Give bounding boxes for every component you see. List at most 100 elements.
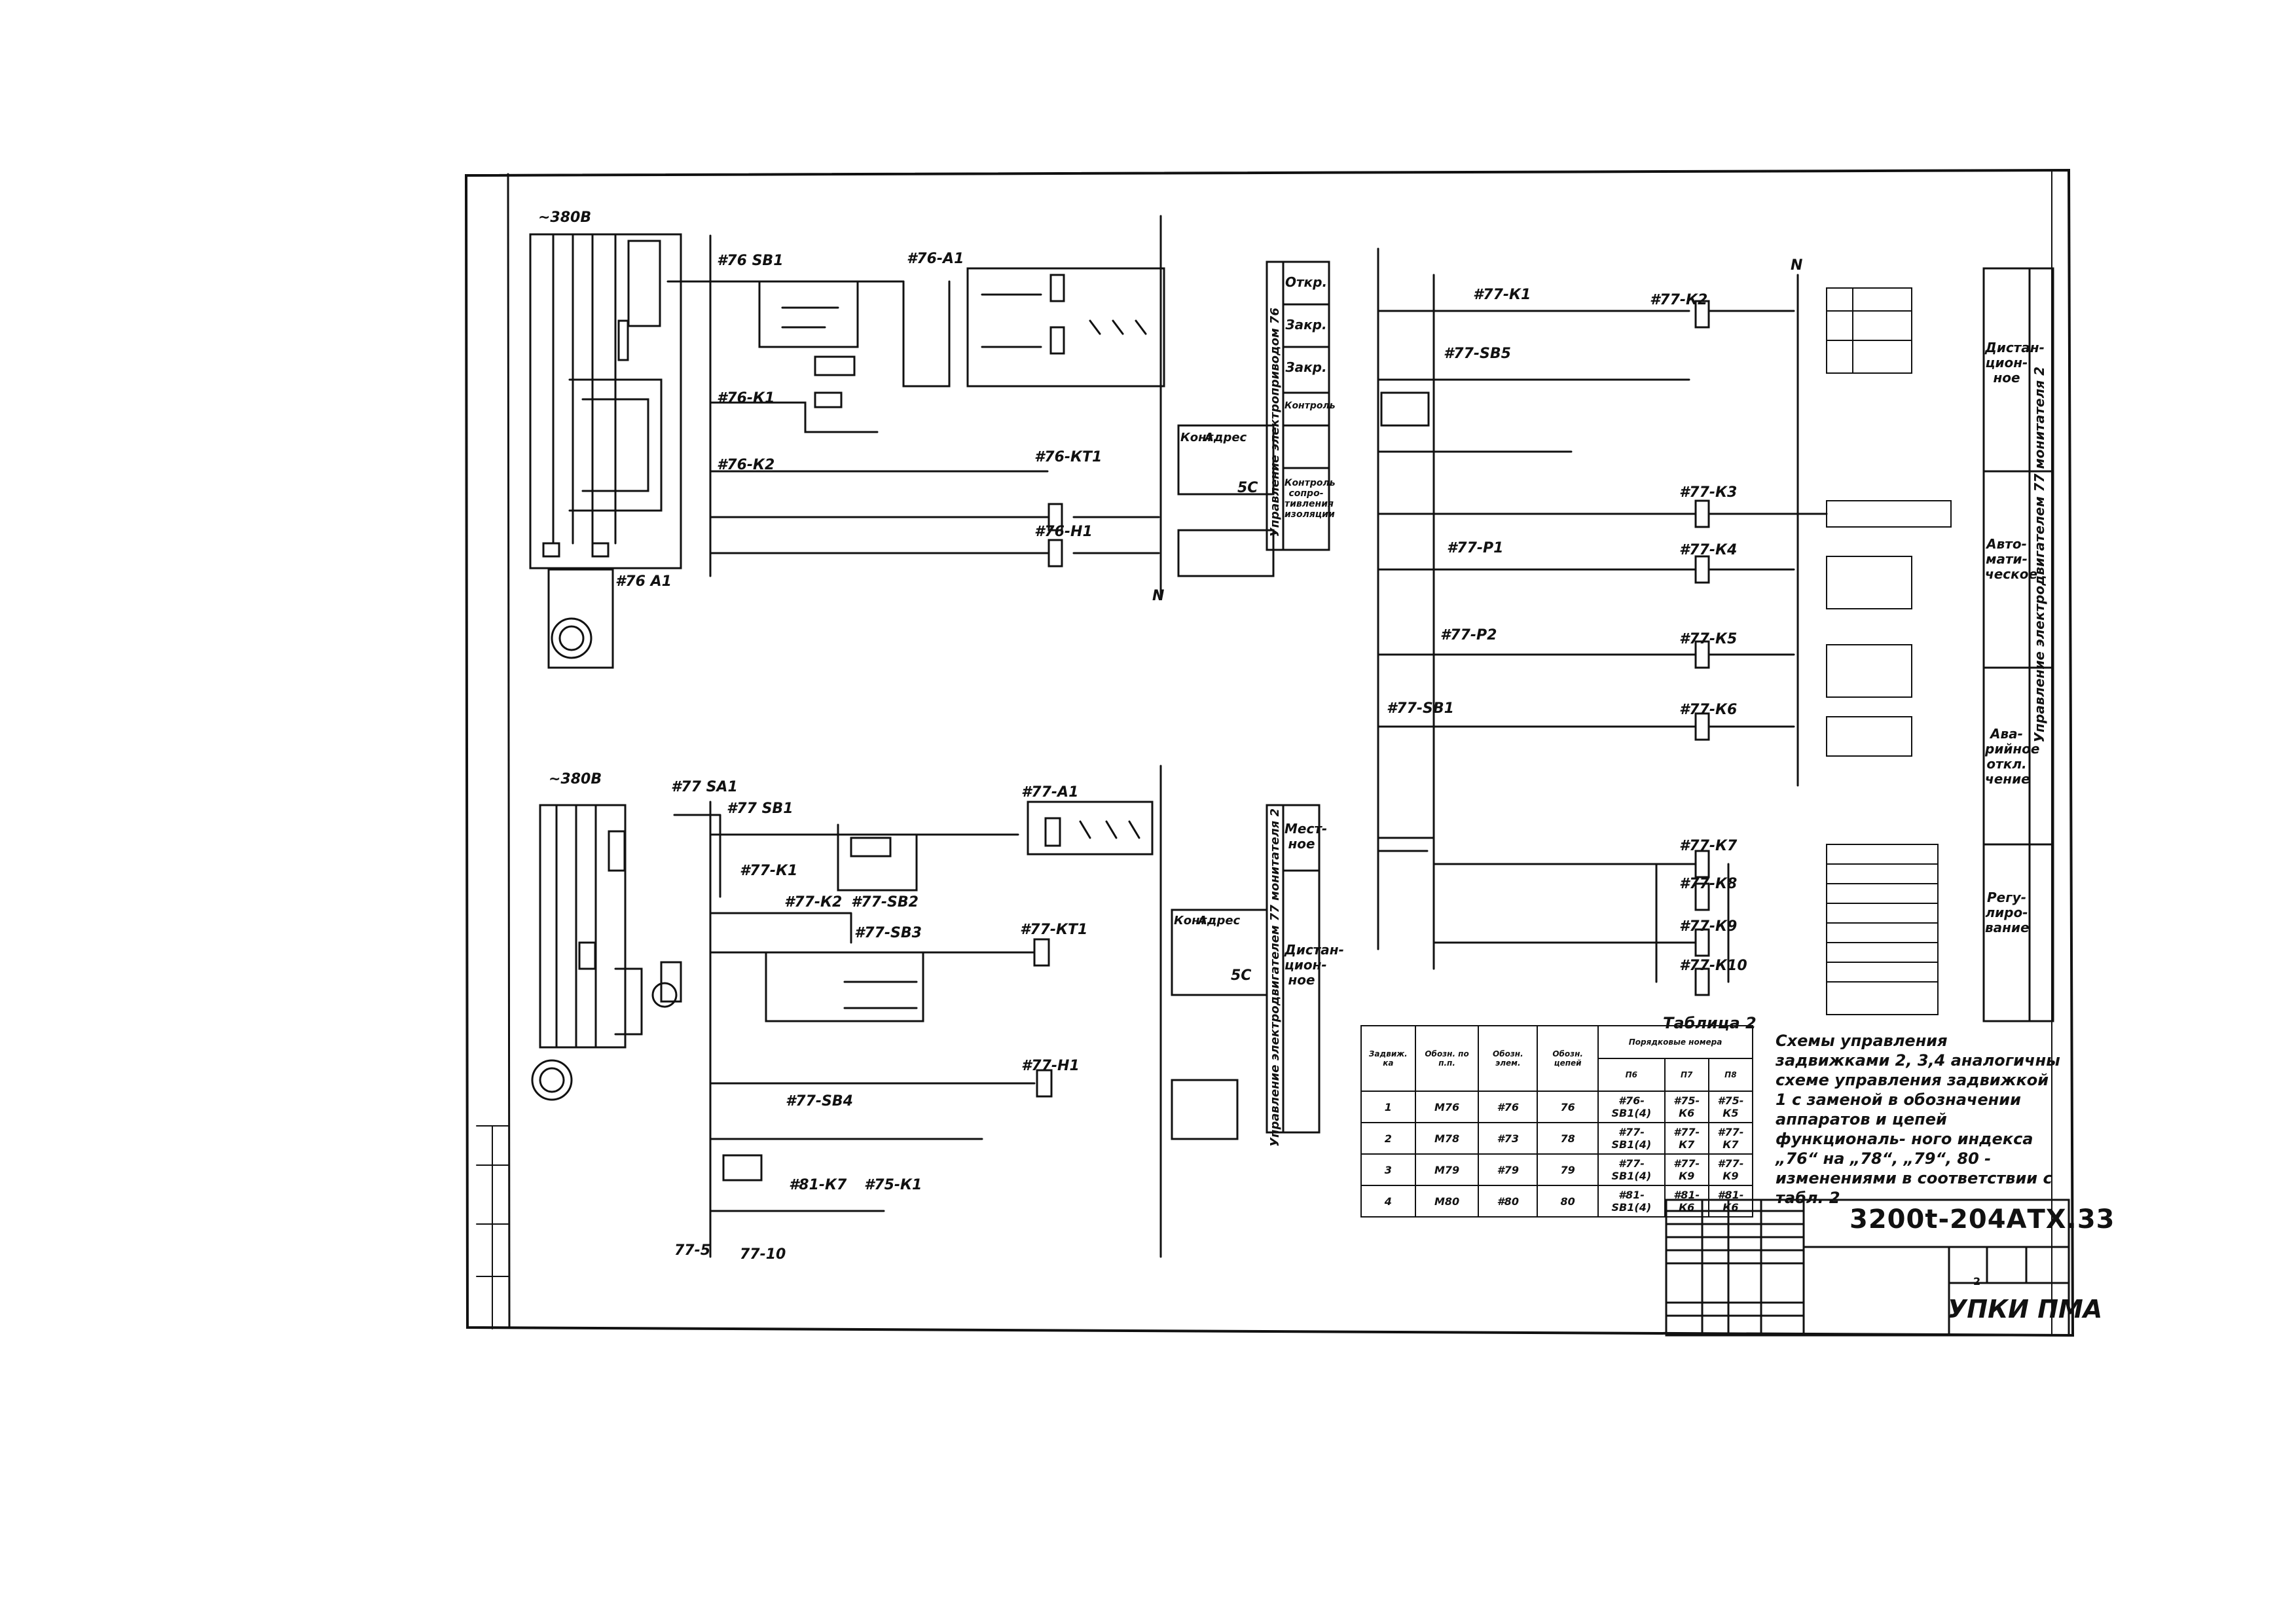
component-label: #77-К6: [1679, 702, 1738, 718]
table-cell: 4: [1360, 1185, 1416, 1218]
component-label: #77-К2: [784, 894, 843, 911]
table-header: П7: [1664, 1058, 1709, 1092]
table-row: 2 М78 #73 78 #77-SB1(4) #77-К7 #77-К7: [1360, 1122, 1754, 1155]
component-label: #77-К5: [1679, 631, 1738, 647]
mini-table-code: 5С: [1231, 967, 1252, 984]
component-label: #75-К1: [864, 1177, 922, 1193]
table-cell: М78: [1414, 1122, 1480, 1155]
component-label: #77-SB2: [851, 894, 919, 911]
table-cell: #75-К5: [1707, 1091, 1754, 1123]
mini-table-header: Конт.: [1174, 914, 1211, 928]
table-cell: #80: [1478, 1185, 1539, 1218]
mini-table-code: 5С: [1237, 480, 1258, 496]
table-header: П6: [1597, 1058, 1666, 1092]
component-label: #76 SB1: [717, 253, 784, 269]
component-label: #77-А1: [1021, 784, 1079, 801]
supply-label: ~380В: [538, 209, 592, 226]
component-label: #77-SB3: [854, 925, 922, 941]
panel-box: Дистан- цион- ное: [1285, 942, 1344, 988]
drawing-designation: 3200t-204АТХ.33: [1850, 1204, 2115, 1235]
component-label: #77-К3: [1679, 484, 1738, 501]
component-label: #76-КТ1: [1034, 449, 1102, 465]
neutral-label: N: [1791, 257, 1803, 274]
panel-box: Авто- мати- ческое: [1985, 536, 2038, 582]
panel-box: Дистан- цион- ное: [1985, 340, 2045, 386]
table-cell: #75-К6: [1664, 1091, 1709, 1123]
table-header: Задвиж. ка: [1360, 1025, 1416, 1092]
table-cell: М76: [1414, 1091, 1480, 1123]
table-cell: 3: [1360, 1153, 1416, 1186]
table-cell: #76-SB1(4): [1597, 1091, 1666, 1123]
component-label: #77-К9: [1679, 918, 1738, 935]
component-label: #77-К1: [1473, 287, 1531, 303]
mini-table-header: Адрес: [1205, 431, 1247, 444]
neutral-label: N: [1152, 588, 1165, 604]
component-label: #77-SB4: [786, 1093, 853, 1110]
wire-label: 77-10: [740, 1246, 786, 1263]
table-row: 4 М80 #80 80 #81-SB1(4) #81-К6 #81-К6: [1360, 1185, 1754, 1218]
table-cell: #77-SB1(4): [1597, 1153, 1666, 1186]
panel-box: Мест- ное: [1285, 821, 1328, 852]
component-label: #77 SB1: [727, 801, 793, 817]
panel-caption: Управление электроприводом 76: [1268, 308, 1282, 537]
mini-table-header: Конт.: [1180, 431, 1218, 444]
table-header: Обозн. по п.п.: [1414, 1025, 1480, 1092]
table-cell: 80: [1537, 1185, 1599, 1218]
table-cell: #77-К7: [1707, 1122, 1754, 1155]
table-cell: #73: [1478, 1122, 1539, 1155]
panel-box: Откр.: [1285, 274, 1328, 290]
table-row: 3 М79 #79 79 #77-SB1(4) #77-К9 #77-К9: [1360, 1153, 1754, 1186]
panel-box: Контроль сопро- тивления изоляции: [1285, 478, 1336, 520]
component-label: #77-КТ1: [1020, 922, 1088, 938]
panel-caption: Управление электродвигателем 77 монитате…: [2032, 367, 2047, 743]
wire-label: 77-5: [674, 1242, 711, 1259]
table-row: 1 М76 #76 76 #76-SB1(4) #75-К6 #75-К5: [1360, 1091, 1754, 1123]
table-cell: 2: [1360, 1122, 1416, 1155]
component-label: #77-Р1: [1447, 540, 1504, 556]
component-label: #77-К2: [1650, 292, 1708, 308]
component-label: #81-К7: [789, 1177, 847, 1193]
component-label: #76 А1: [615, 573, 672, 590]
table-cell: 79: [1537, 1153, 1599, 1186]
table-2: Задвиж. ка Обозн. по п.п. Обозн. элем. О…: [1360, 1025, 1754, 1218]
table-cell: #77-К9: [1664, 1153, 1709, 1186]
table-cell: #79: [1478, 1153, 1539, 1186]
table-cell: #81-SB1(4): [1597, 1185, 1666, 1218]
component-label: #76-К2: [717, 457, 775, 473]
table-header: Обозн. элем.: [1478, 1025, 1539, 1092]
component-label: #77 SA1: [671, 779, 738, 795]
table-group-header: Порядковые номера: [1597, 1025, 1753, 1059]
component-label: #77-SB5: [1444, 346, 1511, 362]
panel-box: Закр.: [1285, 359, 1327, 375]
table-cell: #77-К7: [1664, 1122, 1709, 1155]
supply-label: ~380В: [549, 771, 602, 787]
component-label: #76-Н1: [1034, 524, 1093, 540]
table-cell: #81-К6: [1707, 1185, 1754, 1218]
component-label: #77-К4: [1679, 542, 1738, 558]
component-label: #77-К10: [1679, 958, 1747, 974]
component-label: #76-А1: [907, 251, 964, 267]
sheet-number: 2: [1973, 1275, 1981, 1288]
table-cell: М80: [1414, 1185, 1480, 1218]
panel-box: Ава- рийное откл. чение: [1985, 726, 2040, 787]
component-label: #77-К1: [740, 863, 798, 879]
table-cell: 76: [1537, 1091, 1599, 1123]
table-cell: #77-К9: [1707, 1153, 1754, 1186]
panel-box: Контроль: [1285, 401, 1336, 411]
component-label: #77-SB1: [1387, 700, 1454, 717]
component-label: #77-К8: [1679, 876, 1738, 892]
panel-caption: Управление электродвигателем 77 монитате…: [1268, 808, 1282, 1147]
component-label: #77-Н1: [1021, 1058, 1080, 1074]
panel-box: Закр.: [1285, 317, 1327, 333]
mini-table-header: Адрес: [1198, 914, 1241, 928]
table-cell: #81-К6: [1664, 1185, 1709, 1218]
table-cell: 78: [1537, 1122, 1599, 1155]
table-cell: #77-SB1(4): [1597, 1122, 1666, 1155]
panel-box: Регу- лиро- вание: [1985, 890, 2030, 935]
table-header: П8: [1707, 1058, 1754, 1092]
table-cell: 1: [1360, 1091, 1416, 1123]
table-header: Обозн. цепей: [1537, 1025, 1599, 1092]
table-cell: М79: [1414, 1153, 1480, 1186]
drawing-note: Схемы управления задвижками 2, 3,4 анало…: [1776, 1032, 2060, 1207]
